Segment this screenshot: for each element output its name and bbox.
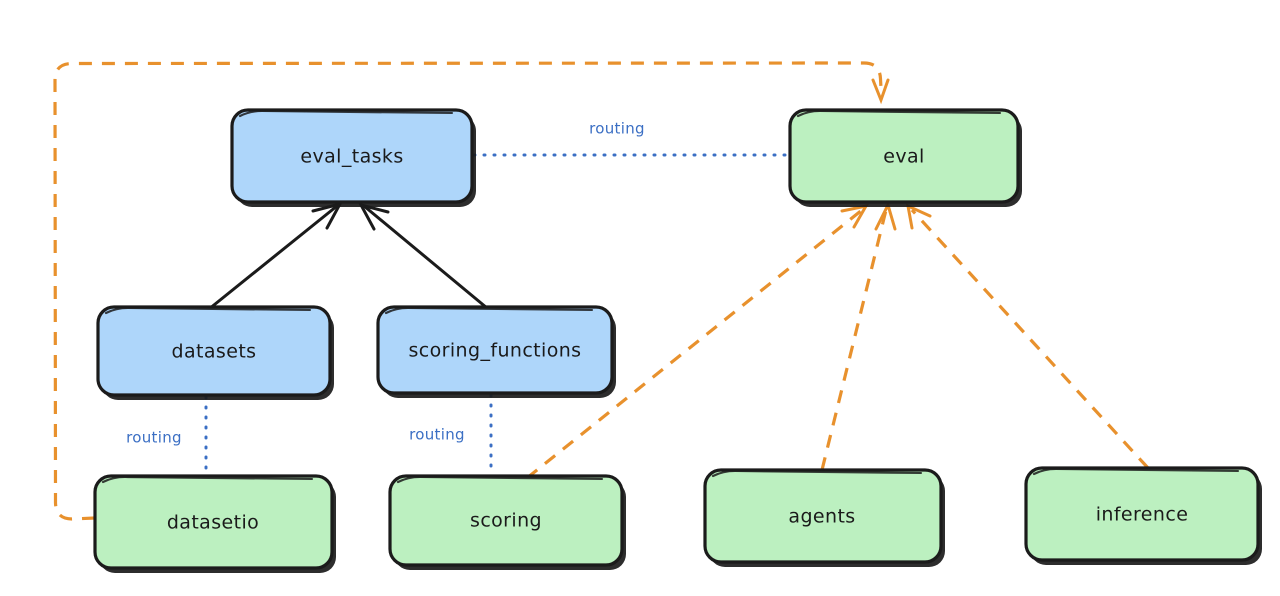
- edge-inference-to-eval[interactable]: [906, 203, 1150, 470]
- node-scoring-label: scoring: [470, 510, 542, 532]
- node-scoring_functions[interactable]: scoring_functions: [376, 305, 616, 398]
- edge-label-layer: routing routing routing: [126, 120, 645, 447]
- node-inference[interactable]: inference: [1024, 466, 1262, 565]
- node-datasets-box: [96, 305, 332, 397]
- node-datasetio-label: datasetio: [167, 512, 259, 534]
- node-datasetio[interactable]: datasetio: [93, 474, 336, 573]
- node-inference-box: [1024, 466, 1260, 562]
- node-scoring_functions-label: scoring_functions: [409, 340, 582, 362]
- node-eval_tasks-sketch: [238, 109, 454, 118]
- node-eval-label: eval: [883, 146, 924, 168]
- node-eval-sketch: [796, 109, 1002, 118]
- edge-layer-solid: [207, 201, 489, 311]
- node-scoring_functions-sketch: [384, 306, 594, 315]
- node-agents[interactable]: agents: [703, 468, 945, 567]
- node-scoring-sketch: [396, 475, 604, 484]
- edge-datasets-to-eval_tasks[interactable]: [207, 201, 343, 311]
- node-datasetio-box: [93, 474, 334, 570]
- node-eval_tasks[interactable]: eval_tasks: [230, 108, 476, 207]
- node-eval-box: [788, 108, 1020, 204]
- node-inference-sketch: [1032, 467, 1240, 476]
- node-scoring-box: [388, 474, 624, 567]
- node-agents-box: [703, 468, 943, 564]
- node-inference-label: inference: [1096, 504, 1189, 526]
- node-datasets[interactable]: datasets: [96, 305, 334, 400]
- node-agents-label: agents: [788, 506, 855, 528]
- edge-scoring_functions-to-eval_tasks[interactable]: [358, 202, 489, 310]
- edge-layer-dotted-routing: [204, 153, 790, 476]
- node-datasets-sketch: [104, 306, 312, 315]
- node-datasetio-sketch: [101, 475, 314, 484]
- node-scoring_functions-box: [376, 305, 614, 395]
- node-eval[interactable]: eval: [788, 108, 1022, 207]
- edge-agents-to-eval[interactable]: [820, 200, 897, 471]
- edge-label-routing-eval_tasks-eval: routing: [589, 120, 645, 138]
- arrowhead-datasetio-eval: [871, 78, 890, 105]
- node-scoring[interactable]: scoring: [388, 474, 626, 570]
- edge-label-routing-scoring_functions-scoring: routing: [409, 426, 465, 444]
- node-eval_tasks-box: [230, 108, 474, 204]
- edge-datasetio-to-eval[interactable]: [53, 61, 890, 521]
- node-datasets-label: datasets: [172, 341, 257, 363]
- edge-label-routing-datasets-datasetio: routing: [126, 429, 182, 447]
- node-agents-sketch: [711, 469, 923, 478]
- node-eval_tasks-label: eval_tasks: [300, 146, 403, 168]
